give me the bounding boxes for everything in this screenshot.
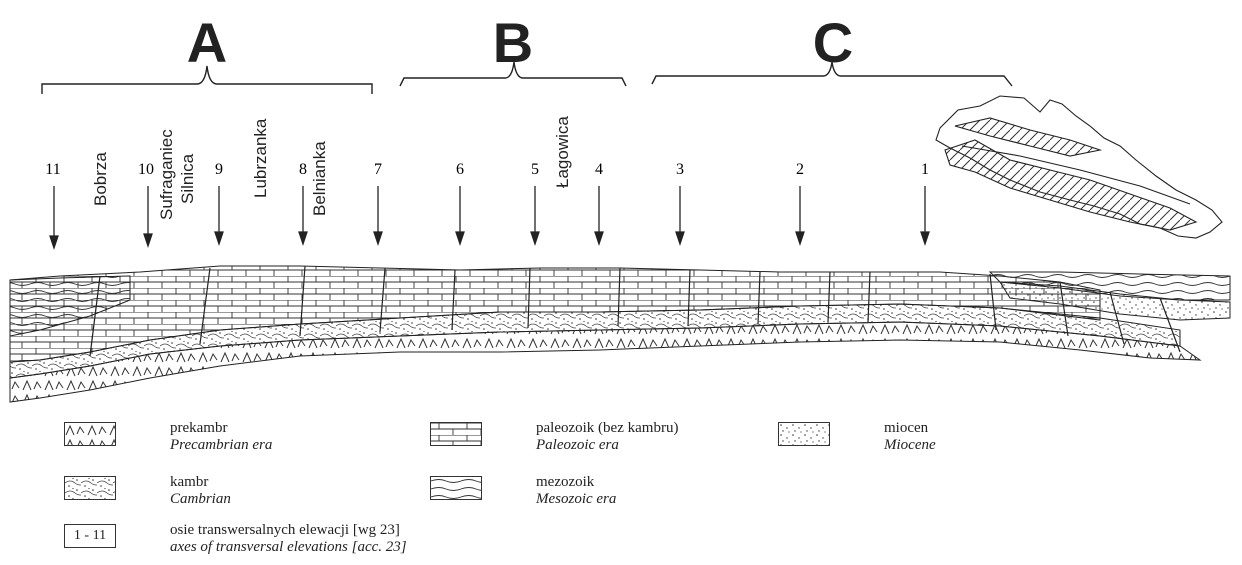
axis-arrow-6	[456, 186, 464, 244]
legend-miocene-pl: miocen	[884, 420, 936, 437]
river-lubrzanka: Lubrzanka	[251, 118, 270, 198]
legend-axes-box: 1 - 11	[64, 524, 116, 548]
axis-number-9: 9	[215, 161, 223, 178]
brace-b	[400, 62, 626, 86]
axis-number-3: 3	[676, 161, 684, 178]
brace-a	[42, 66, 372, 94]
river-lagowica: Łagowica	[553, 116, 572, 188]
axis-arrow-2	[796, 186, 804, 244]
river-sufraganiec: Sufraganiec	[157, 129, 176, 220]
axis-number-2: 2	[796, 161, 804, 178]
legend-paleozoic-en: Paleozoic era	[536, 437, 678, 454]
axis-number-11: 11	[45, 161, 60, 178]
location-inset-map	[936, 96, 1222, 238]
axis-number-5: 5	[531, 161, 539, 178]
legend-cambrian-en: Cambrian	[170, 491, 231, 508]
legend-miocene: miocen Miocene	[778, 420, 936, 454]
axis-arrow-10	[144, 186, 152, 246]
axis-arrow-5	[531, 186, 539, 244]
river-belnianka: Belnianka	[310, 141, 329, 216]
region-letter-a: A	[187, 11, 227, 74]
axis-number-6: 6	[456, 161, 464, 178]
legend-cambrian-pl: kambr	[170, 474, 231, 491]
legend-paleozoic: paleozoik (bez kambru) Paleozoic era	[430, 420, 678, 454]
legend-precambrian-pl: prekambr	[170, 420, 272, 437]
legend-precambrian-en: Precambrian era	[170, 437, 272, 454]
axis-arrow-7	[374, 186, 382, 244]
legend-cambrian: kambr Cambrian	[64, 474, 231, 508]
legend-swatch-cambrian	[64, 476, 116, 500]
legend-swatch-precambrian	[64, 422, 116, 446]
legend-axes-pl: osie transwersalnych elewacji [wg 23]	[170, 522, 407, 539]
axis-number-1: 1	[921, 161, 929, 178]
legend-mesozoic-pl: mezozoik	[536, 474, 616, 491]
river-silnica: Silnica	[178, 153, 197, 204]
river-bobrza: Bobrza	[91, 152, 110, 206]
cross-section	[10, 266, 1230, 402]
legend-mesozoic-en: Mesozoic era	[536, 491, 616, 508]
legend-paleozoic-pl: paleozoik (bez kambru)	[536, 420, 678, 437]
axis-number-7: 7	[374, 161, 382, 178]
legend-axes-en: axes of transversal elevations [acc. 23]	[170, 539, 407, 556]
axis-arrow-8	[299, 186, 307, 244]
axis-number-8: 8	[299, 161, 307, 178]
axis-arrow-4	[595, 186, 603, 244]
legend-swatch-mesozoic	[430, 476, 482, 500]
legend-swatch-paleozoic	[430, 422, 482, 446]
axis-number-4: 4	[595, 161, 603, 178]
legend-miocene-en: Miocene	[884, 437, 936, 454]
legend-swatch-miocene	[778, 422, 830, 446]
axis-arrow-9	[215, 186, 223, 244]
axis-number-10: 10	[138, 161, 154, 178]
axis-arrow-3	[676, 186, 684, 244]
legend-mesozoic: mezozoik Mesozoic era	[430, 474, 616, 508]
axis-arrow-1	[921, 186, 929, 244]
legend-precambrian: prekambr Precambrian era	[64, 420, 272, 454]
legend-axes: 1 - 11 osie transwersalnych elewacji [wg…	[64, 522, 407, 556]
brace-c	[652, 62, 1012, 86]
axis-arrow-11	[50, 186, 58, 248]
